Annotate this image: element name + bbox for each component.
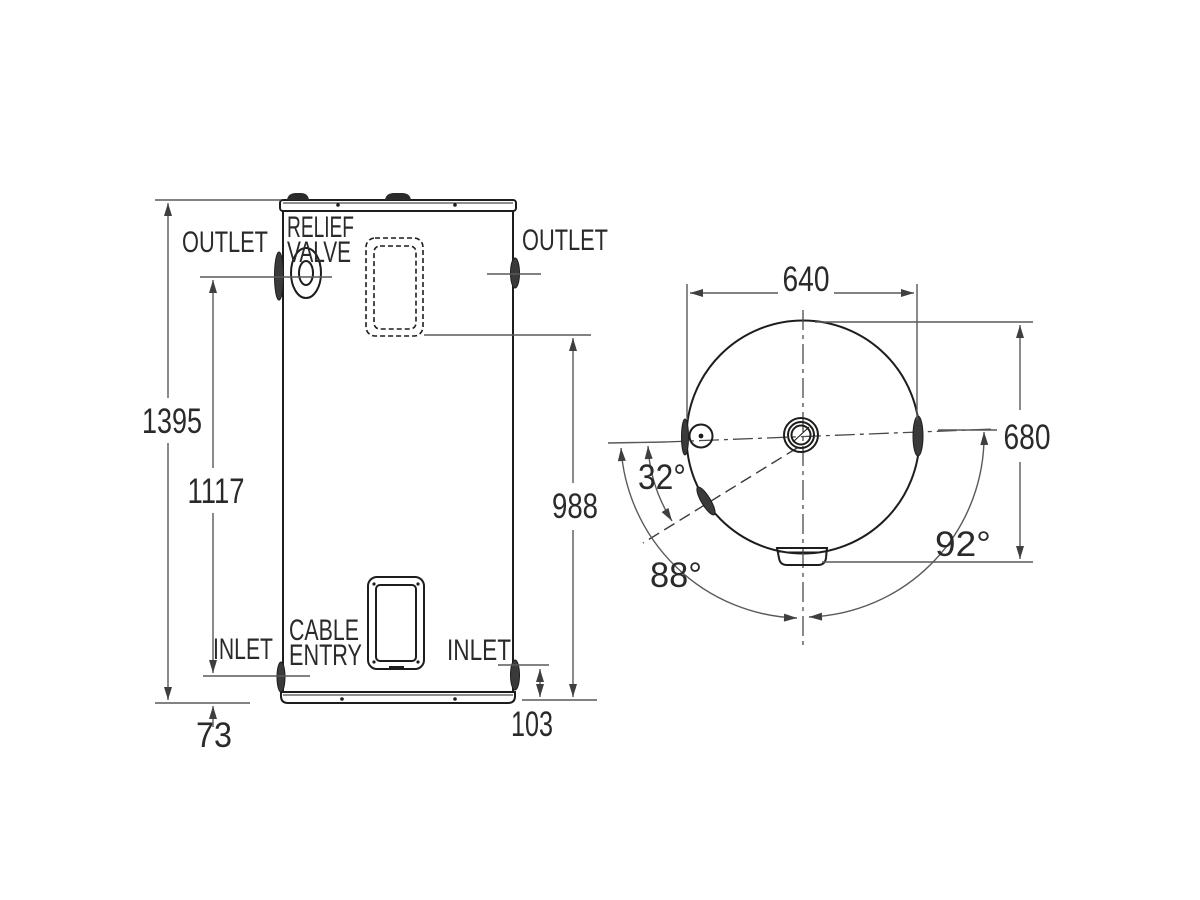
tank-top-cap [279, 193, 517, 212]
dim-width-line [686, 284, 918, 420]
side-fitting-flange [681, 418, 689, 456]
side-fitting [688, 423, 714, 449]
front-view: OUTLET OUTLET RELIEF VALVE CABLE ENTRY I… [142, 193, 608, 755]
dim-inlet-right-height: 103 [511, 705, 553, 744]
outlet-flange-left [274, 251, 284, 301]
tank-body [282, 211, 514, 692]
dim-access-panel-height: 988 [552, 487, 598, 526]
label-outlet-left: OUTLET [182, 226, 268, 259]
dim-angle-fitting: 32° [638, 458, 686, 497]
cap-lug-right [385, 193, 411, 200]
foot-bracket [775, 547, 829, 566]
label-inlet-left: INLET [213, 633, 273, 666]
dim-outlet-to-inlet: 1117 [188, 472, 245, 511]
outlet-flange-right [510, 257, 520, 289]
dim-width: 640 [783, 260, 830, 299]
label-relief-line2: VALVE [287, 236, 351, 269]
label-relief-line1: RELIEF [287, 211, 354, 244]
upper-access-panel-dashed [365, 237, 424, 337]
inlet-flange-left [276, 661, 286, 693]
dim-depth-line [815, 321, 1033, 563]
dim-inlet-left-height: 73 [196, 716, 232, 755]
dim-angle-left: 88° [650, 556, 702, 595]
dim-overall-height: 1395 [142, 402, 202, 441]
dim-depth: 680 [1004, 418, 1051, 457]
angle-arc-88 [617, 447, 798, 622]
cap-lug-left [287, 193, 309, 200]
horizontal-centerline [664, 428, 996, 443]
label-cable-line1: CABLE [289, 614, 359, 647]
center-fitting [783, 417, 819, 453]
dim-angle-right: 92° [935, 525, 991, 564]
inlet-flange-right [510, 659, 520, 691]
right-edge-fitting [912, 415, 924, 457]
label-cable-line2: ENTRY [289, 639, 362, 672]
tank-base [280, 691, 516, 704]
angle-arc-92 [808, 431, 989, 621]
lower-left-edge-fitting [696, 486, 716, 516]
top-view: 640 680 32° 88° 92° [607, 260, 1051, 650]
label-inlet-right: INLET [447, 634, 511, 667]
label-outlet-right: OUTLET [522, 224, 608, 257]
lower-access-panel [367, 576, 425, 670]
centerline-leg-left [607, 441, 666, 444]
relief-valve-symbol [290, 247, 322, 299]
